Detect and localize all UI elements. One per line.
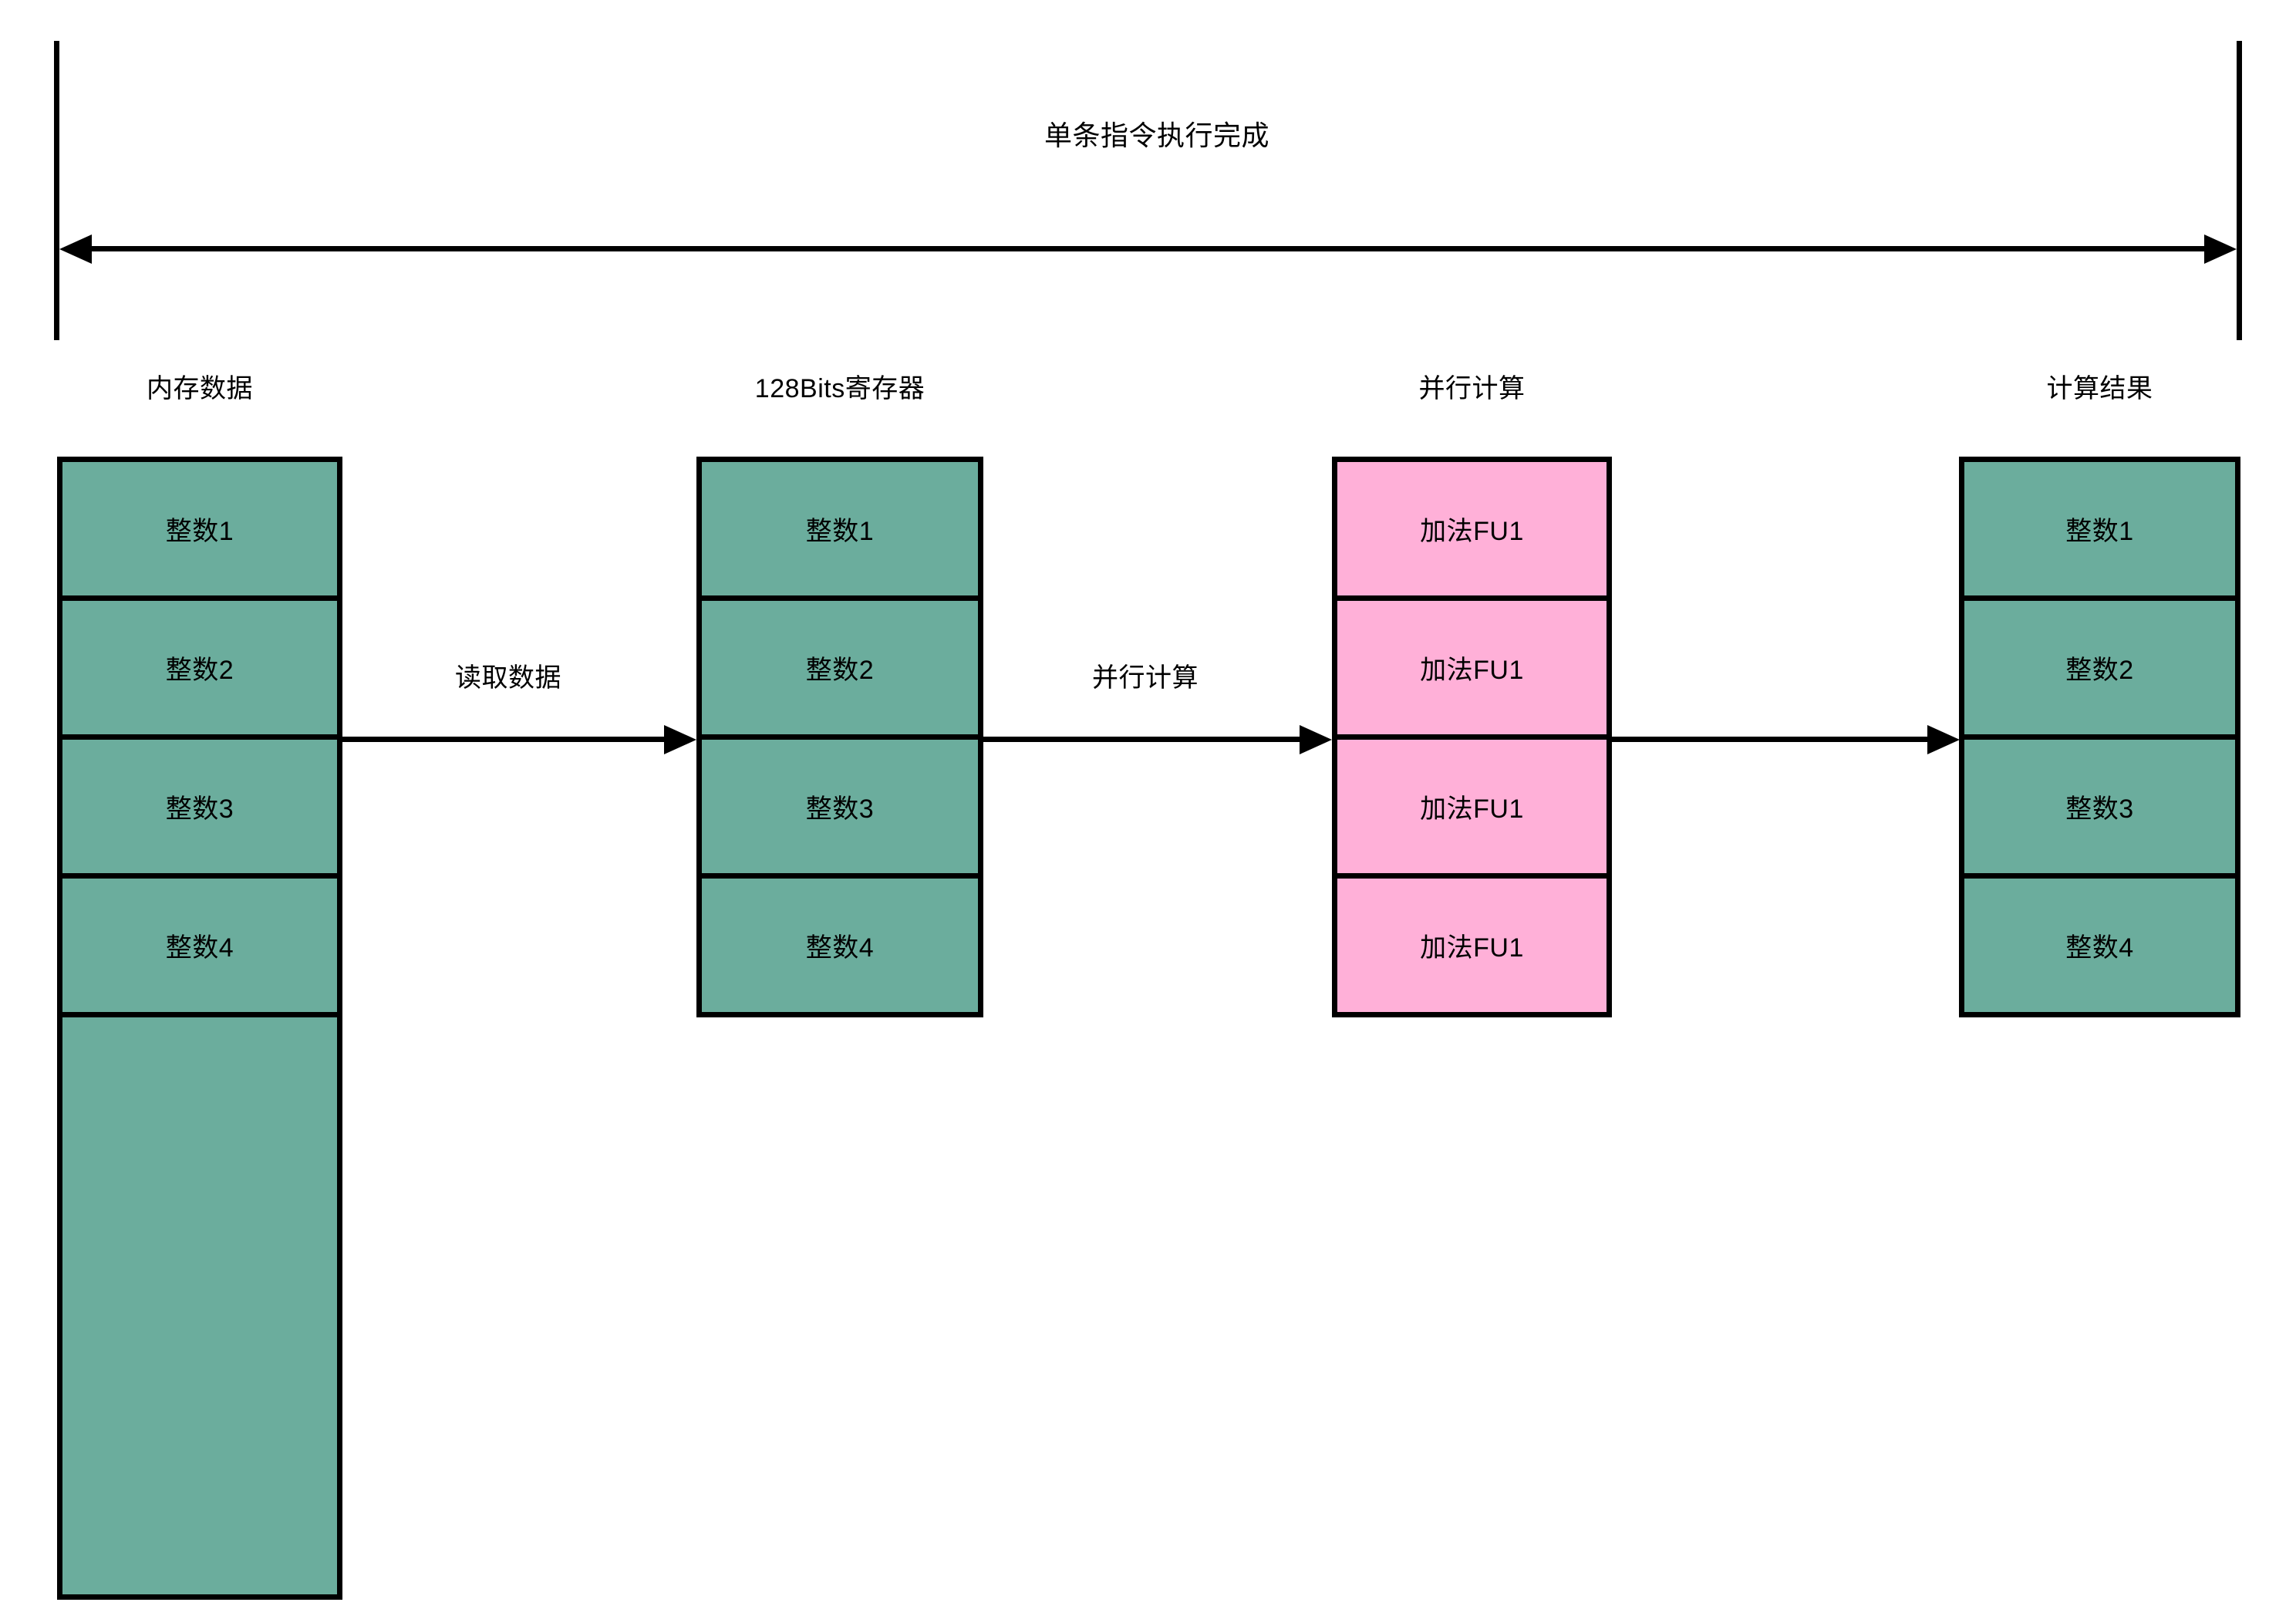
- span-arrowhead-right-icon: [2204, 234, 2237, 264]
- stack-result: 整数1 整数2 整数3 整数4: [1959, 457, 2240, 1017]
- cell-fu-4: 加法FU1: [1332, 873, 1612, 1017]
- column-header-parallel-compute: 并行计算: [1418, 374, 1526, 403]
- cell-memory-1: 整数1: [57, 457, 342, 601]
- column-header-register: 128Bits寄存器: [754, 374, 925, 403]
- column-header-result: 计算结果: [2046, 374, 2153, 403]
- cell-memory-2: 整数2: [57, 595, 342, 740]
- span-title: 单条指令执行完成: [1043, 120, 1269, 151]
- stack-memory-data: 整数1 整数2 整数3 整数4: [57, 457, 342, 1600]
- flow-arrow-1-head-icon: [664, 725, 696, 754]
- flow-arrow-1-line: [342, 737, 669, 742]
- flow-arrow-1-label: 读取数据: [455, 663, 561, 693]
- cell-memory-4: 整数4: [57, 873, 342, 1017]
- cell-result-3: 整数3: [1959, 734, 2240, 879]
- stack-parallel-compute: 加法FU1 加法FU1 加法FU1 加法FU1: [1332, 457, 1612, 1017]
- flow-arrow-3-head-icon: [1927, 725, 1960, 754]
- cell-memory-empty: [57, 1012, 342, 1600]
- span-arrowhead-left-icon: [59, 234, 92, 264]
- flow-arrow-2-label: 并行计算: [1092, 663, 1199, 693]
- cell-fu-3: 加法FU1: [1332, 734, 1612, 879]
- column-header-memory: 内存数据: [147, 374, 253, 403]
- flow-arrow-2-line: [983, 737, 1301, 742]
- cell-register-2: 整数2: [696, 595, 983, 740]
- span-left-tick: [54, 41, 59, 340]
- stack-register: 整数1 整数2 整数3 整数4: [696, 457, 983, 1017]
- cell-result-1: 整数1: [1959, 457, 2240, 601]
- cell-memory-3: 整数3: [57, 734, 342, 879]
- cell-register-3: 整数3: [696, 734, 983, 879]
- flow-arrow-2-head-icon: [1300, 725, 1332, 754]
- cell-result-2: 整数2: [1959, 595, 2240, 740]
- flow-arrow-3-line: [1611, 737, 1929, 742]
- span-double-arrow-line: [77, 246, 2220, 251]
- span-right-tick: [2237, 41, 2242, 340]
- cell-register-1: 整数1: [696, 457, 983, 601]
- cell-register-4: 整数4: [696, 873, 983, 1017]
- cell-fu-1: 加法FU1: [1332, 457, 1612, 601]
- cell-fu-2: 加法FU1: [1332, 595, 1612, 740]
- cell-result-4: 整数4: [1959, 873, 2240, 1017]
